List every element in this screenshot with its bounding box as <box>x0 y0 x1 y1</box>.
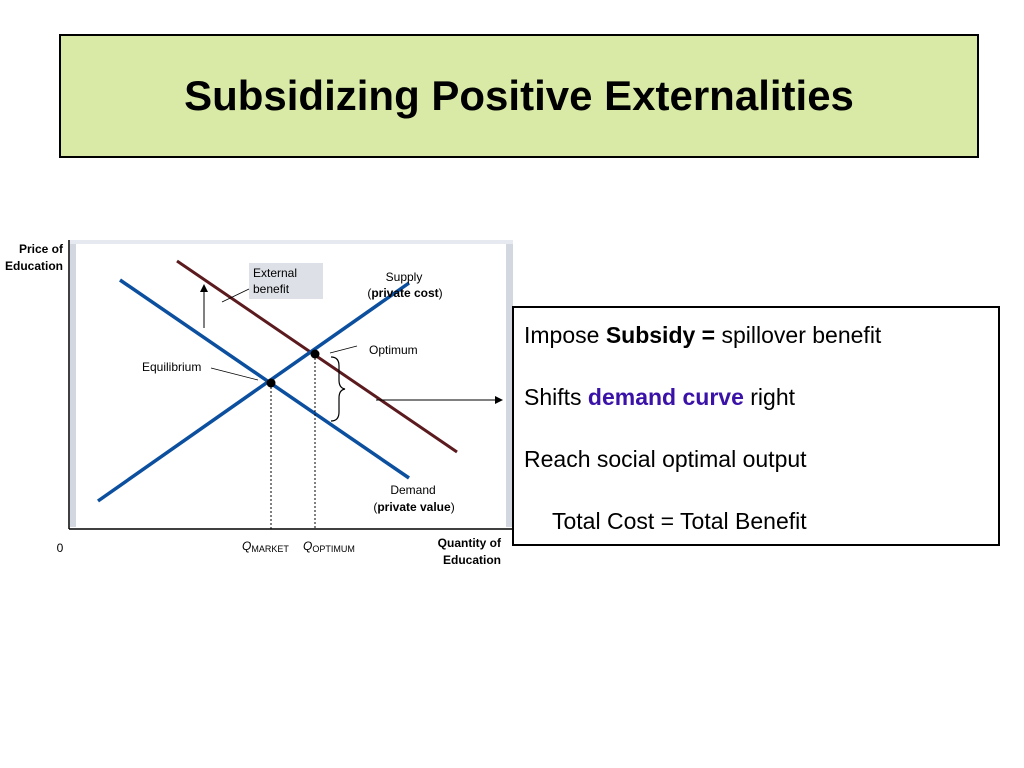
info-line-subsidy: Impose Subsidy = spillover benefit <box>524 322 882 348</box>
page-title: Subsidizing Positive Externalities <box>184 72 854 119</box>
external-benefit-pointer <box>221 288 250 303</box>
demand-label: Demand <box>390 483 435 497</box>
external-benefit-label-1: External <box>253 266 297 280</box>
y-axis-label-2: Education <box>5 259 63 273</box>
supply-curve <box>96 281 411 503</box>
subsidy-brace <box>330 356 346 422</box>
axis-shadow-vertical <box>70 240 76 527</box>
optimum-point <box>310 349 320 359</box>
axis-shadow-top <box>70 240 513 244</box>
info-line-shift: Shifts demand curve right <box>524 384 796 410</box>
axis-shadow-right <box>506 240 513 527</box>
external-benefit-label-2: benefit <box>253 282 290 296</box>
info-line-optimal: Reach social optimal output <box>524 446 807 472</box>
q-market-label: QMARKET <box>242 539 289 554</box>
x-axis-label-2: Education <box>443 553 501 567</box>
supply-label: Supply <box>386 270 423 284</box>
demand-sublabel: (private value) <box>373 500 454 514</box>
equilibrium-label: Equilibrium <box>142 360 201 374</box>
title-banner: Subsidizing Positive Externalities <box>59 34 979 158</box>
supply-sublabel: (private cost) <box>367 286 442 300</box>
origin-label: 0 <box>57 541 64 555</box>
subsidy-info-box: Impose Subsidy = spillover benefit Shift… <box>512 306 1000 546</box>
info-line-balance: Total Cost = Total Benefit <box>552 508 807 534</box>
equilibrium-pointer <box>210 367 259 381</box>
optimum-pointer <box>329 345 358 354</box>
demand-curve <box>119 278 410 480</box>
equilibrium-point <box>266 378 276 388</box>
q-optimum-label: QOPTIMUM <box>303 539 355 554</box>
y-axis-label-1: Price of <box>19 242 64 256</box>
external-benefit-box <box>249 263 323 299</box>
optimum-label: Optimum <box>369 343 418 357</box>
x-axis-label-1: Quantity of <box>438 536 502 550</box>
